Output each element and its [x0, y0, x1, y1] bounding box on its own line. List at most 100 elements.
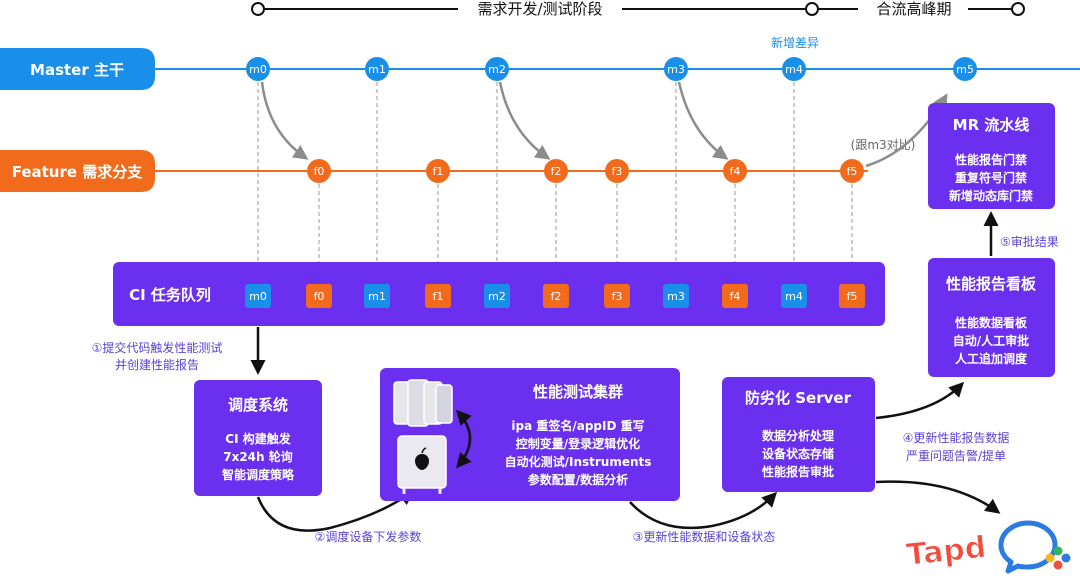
master-node-dot — [782, 57, 806, 81]
feature-node-label: f3 — [612, 165, 623, 178]
ci-item-f1: f1 — [425, 284, 451, 308]
ci-item-chip — [543, 284, 569, 308]
phase-dev-label: 需求开发/测试阶段 — [477, 0, 602, 18]
feature-node-dot — [544, 159, 568, 183]
ci-item-chip — [722, 284, 748, 308]
master-node-label: m5 — [956, 63, 974, 76]
perf-cluster-line-2: 控制变量/登录逻辑优化 — [516, 436, 640, 451]
master-node-dot — [953, 57, 977, 81]
ci-item-label: f0 — [314, 290, 325, 303]
sync-arrow-m3-f4 — [677, 81, 729, 160]
mr-pipeline-title: MR 流水线 — [953, 116, 1030, 134]
timeline-start-dot — [251, 2, 265, 16]
scheduler-line-2: 7x24h 轮询 — [223, 449, 293, 464]
ci-item-chip — [425, 284, 451, 308]
ci-item-m2: m2 — [484, 284, 510, 308]
perf-cluster-line-3: 自动化测试/Instruments — [505, 454, 652, 469]
ci-item-chip — [781, 284, 807, 308]
ci-item-f3: f3 — [604, 284, 630, 308]
ci-item-chip — [306, 284, 332, 308]
feature-label: Feature 需求分支 — [12, 163, 144, 181]
cluster-to-server-arrow — [629, 491, 778, 530]
step4-line1: ④更新性能报告数据 — [903, 430, 1010, 445]
ci-item-label: m1 — [368, 290, 386, 303]
ci-item-f2: f2 — [543, 284, 569, 308]
phase-merge-label: 合流高峰期 — [876, 0, 951, 18]
dashboard-line-3: 人工追加调度 — [955, 351, 1028, 366]
scheduler-box: 调度系统 CI 构建触发 7x24h 轮询 智能调度策略 — [194, 380, 322, 496]
server-title: 防劣化 Server — [745, 389, 852, 407]
feature-node-label: f1 — [433, 165, 444, 178]
feature-node-dot — [723, 159, 747, 183]
dashboard-line-1: 性能数据看板 — [954, 315, 1028, 330]
ci-item-f0: f0 — [306, 284, 332, 308]
feature-node-f0: f0 — [307, 159, 331, 183]
master-node-m2: m2 — [485, 57, 509, 81]
tapd-logo-text: Tapd — [905, 530, 988, 573]
ci-item-f4: f4 — [722, 284, 748, 308]
feature-node-label: f0 — [314, 165, 325, 178]
ci-item-chip — [484, 284, 510, 308]
feature-node-f3: f3 — [605, 159, 629, 183]
step3-label: ③更新性能数据和设备状态 — [633, 529, 776, 544]
mr-pipeline-line-3: 新增动态库门禁 — [949, 188, 1033, 203]
ci-item-chip — [364, 284, 390, 308]
ci-item-chip — [604, 284, 630, 308]
server-box: 防劣化 Server 数据分析处理 设备状态存储 性能报告审批 — [722, 377, 875, 492]
sync-arrow-m2-f2 — [498, 81, 551, 160]
master-node-label: m3 — [667, 63, 685, 76]
branch-sync-arrows — [260, 81, 948, 168]
mr-pipeline-line-1: 性能报告门禁 — [954, 152, 1027, 167]
ci-item-label: m0 — [249, 290, 267, 303]
ci-queue-label: CI 任务队列 — [129, 286, 211, 304]
ci-item-label: f1 — [433, 290, 444, 303]
ci-item-chip — [663, 284, 689, 308]
ci-item-m1: m1 — [364, 284, 390, 308]
master-node-m5: m5 — [953, 57, 977, 81]
scheduler-to-cluster-arrow — [256, 490, 415, 532]
perf-cluster-box: 性能测试集群 ipa 重签名/appID 重写 控制变量/登录逻辑优化 自动化测… — [380, 368, 680, 501]
server-to-alert-arrow — [875, 480, 1001, 514]
feature-node-dot — [605, 159, 629, 183]
timeline-mid-dot — [805, 2, 819, 16]
master-node-dot — [664, 57, 688, 81]
ci-item-m4: m4 — [781, 284, 807, 308]
dashboard-box: 性能报告看板 性能数据看板 自动/人工审批 人工追加调度 — [928, 258, 1055, 377]
scheduler-title: 调度系统 — [228, 396, 288, 414]
ci-item-label: m4 — [785, 290, 803, 303]
master-label-box — [0, 48, 155, 90]
ci-queue-items: m0 f0 m1 f1 m2 f2 f3 m3 f4 m4 f5 — [245, 284, 865, 308]
dashboard-title: 性能报告看板 — [946, 275, 1037, 293]
ci-item-label: f3 — [612, 290, 623, 303]
server-to-dashboard-arrow — [875, 381, 965, 420]
master-node-dot — [365, 57, 389, 81]
perf-cluster-line-1: ipa 重签名/appID 重写 — [511, 418, 644, 433]
master-node-dot — [485, 57, 509, 81]
feature-node-dot — [840, 159, 864, 183]
step1-line2: 并创建性能报告 — [115, 357, 199, 372]
perf-cluster-title: 性能测试集群 — [533, 383, 623, 401]
master-node-m0: m0 — [246, 57, 270, 81]
master-node-label: m1 — [368, 63, 386, 76]
server-line-2: 设备状态存储 — [762, 446, 834, 461]
feature-node-label: f2 — [551, 165, 562, 178]
feature-node-dot — [426, 159, 450, 183]
ci-item-m3: m3 — [663, 284, 689, 308]
ci-item-f5: f5 — [839, 284, 865, 308]
master-node-label: m0 — [249, 63, 267, 76]
master-node-label: m2 — [488, 63, 506, 76]
ci-item-chip — [245, 284, 271, 308]
iphone-devices-icon — [393, 379, 453, 427]
ci-item-label: f4 — [730, 290, 741, 303]
feature-node-f1: f1 — [426, 159, 450, 183]
ci-item-label: f2 — [551, 290, 562, 303]
mr-pipeline-line-2: 重复符号门禁 — [955, 170, 1027, 185]
step5-label: ⑤审批结果 — [1000, 234, 1059, 249]
server-line-1: 数据分析处理 — [762, 428, 834, 443]
step4-line2: 严重问题告警/提单 — [906, 448, 1006, 463]
